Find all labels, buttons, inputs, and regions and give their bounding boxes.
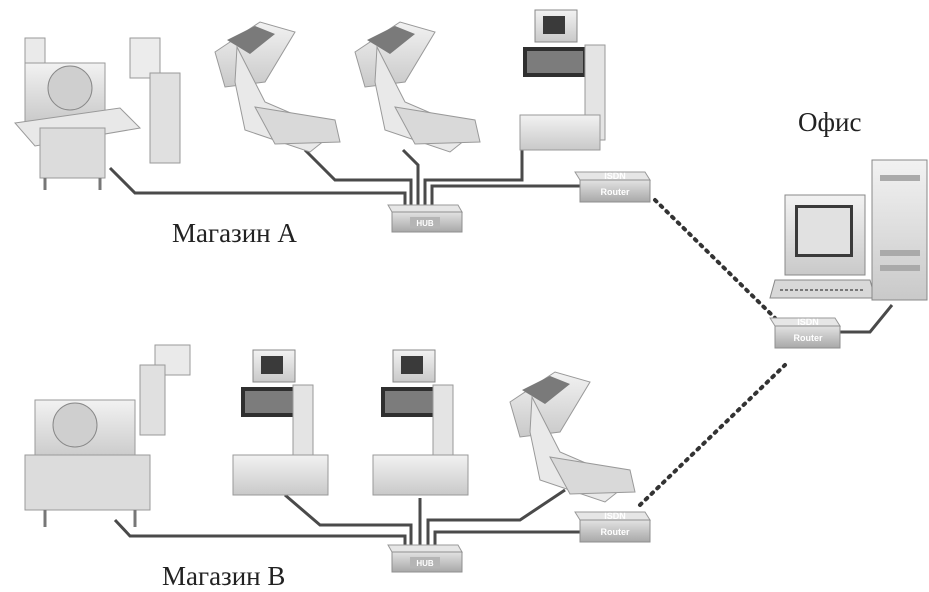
router-b-line1: ISDN bbox=[604, 511, 626, 521]
cable-a-scale2 bbox=[401, 148, 420, 207]
store-b-cables bbox=[113, 488, 580, 547]
store-a-label: Магазин A bbox=[172, 218, 297, 248]
cable-a-scale1 bbox=[303, 148, 413, 207]
tower-scale-icon bbox=[372, 349, 469, 496]
hub-icon: HUB bbox=[387, 544, 463, 573]
counter-scale-icon bbox=[509, 371, 636, 503]
router-a-line2: Router bbox=[601, 187, 630, 197]
isdn-link-b bbox=[638, 363, 787, 507]
store-a-cables bbox=[108, 148, 580, 207]
router-office-line2: Router bbox=[794, 333, 823, 343]
router-a-line1: ISDN bbox=[604, 171, 626, 181]
office-label: Офис bbox=[798, 107, 862, 137]
cable-a-scale3 bbox=[423, 150, 524, 207]
hub-a-label: HUB bbox=[416, 219, 434, 228]
cable-b-router bbox=[433, 530, 580, 547]
isdn-link-a bbox=[653, 198, 777, 320]
cable-b-slicer bbox=[113, 518, 407, 547]
office-computer-icon bbox=[769, 159, 928, 301]
router-b-line2: Router bbox=[601, 527, 630, 537]
slicer-machine-icon bbox=[14, 37, 181, 190]
store-b-label: Магазин B bbox=[162, 561, 286, 591]
cable-a-slicer bbox=[108, 166, 407, 207]
tower-scale-icon bbox=[519, 9, 606, 151]
slicer-machine-icon bbox=[24, 344, 191, 527]
router-office-line1: ISDN bbox=[797, 317, 819, 327]
cable-b-scale3 bbox=[426, 488, 566, 547]
isdn-router-icon: ISDN Router bbox=[574, 511, 651, 543]
counter-scale-icon bbox=[354, 21, 481, 153]
hub-icon: HUB bbox=[387, 204, 463, 233]
isdn-router-icon: ISDN Router bbox=[769, 317, 841, 349]
tower-scale-icon bbox=[232, 349, 329, 496]
cable-b-scale1 bbox=[284, 493, 413, 547]
counter-scale-icon bbox=[214, 21, 341, 153]
hub-b-label: HUB bbox=[416, 559, 434, 568]
isdn-router-icon: ISDN Router bbox=[574, 171, 651, 203]
cable-a-router bbox=[430, 184, 580, 207]
cable-office-router bbox=[838, 304, 894, 334]
